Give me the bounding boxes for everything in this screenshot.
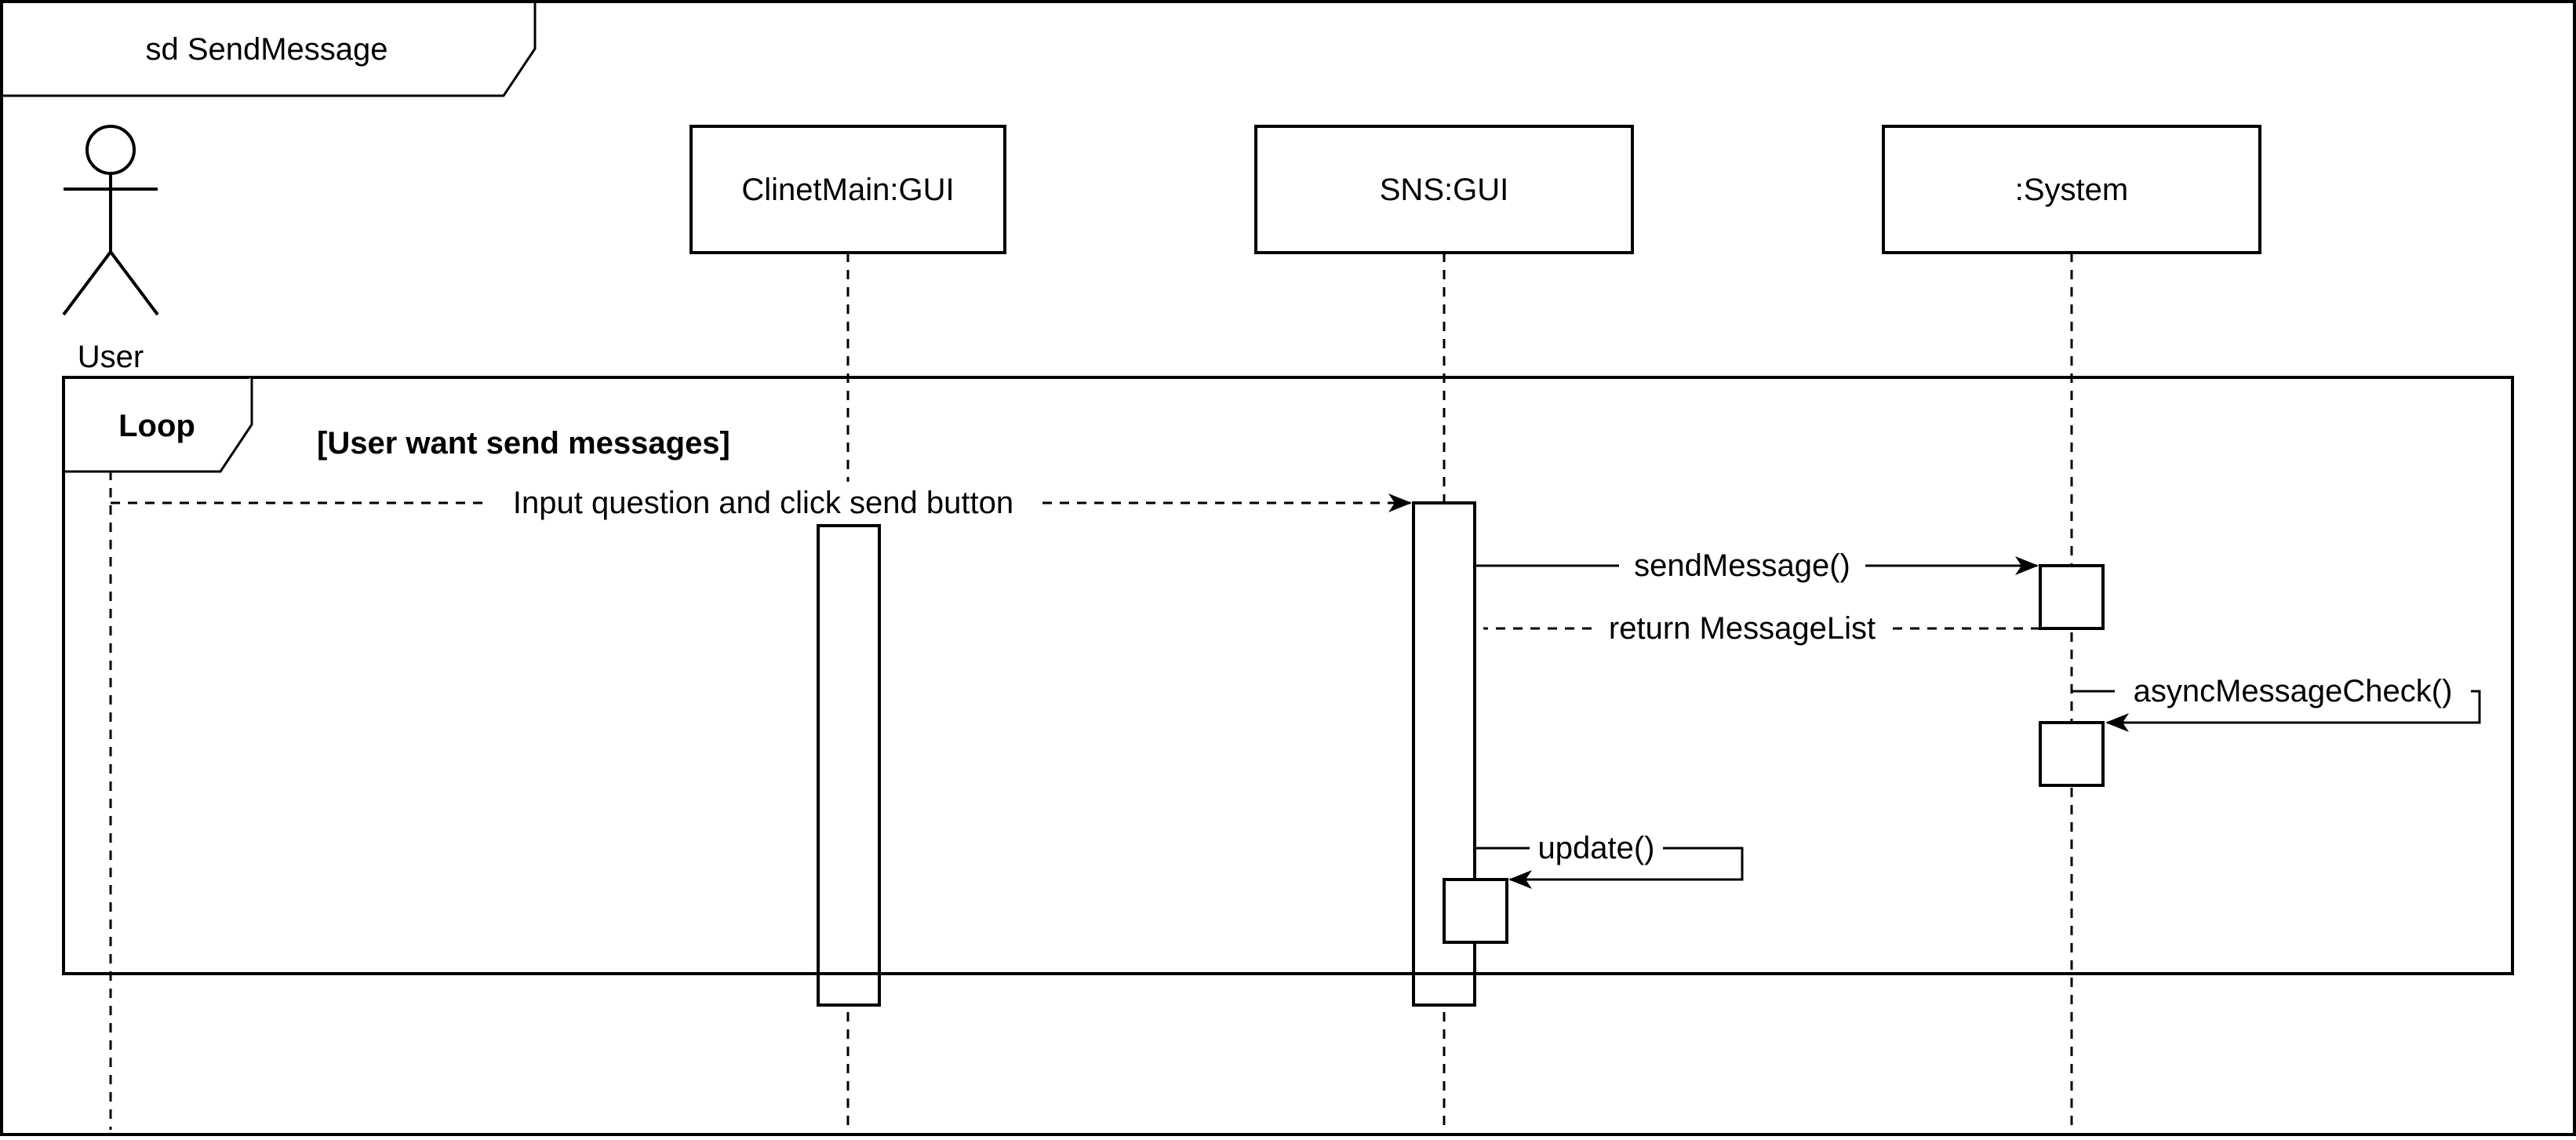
message-send-label-bg: [1619, 546, 1865, 587]
message-update-label: update(): [1538, 831, 1655, 865]
lifeline-box-sns[interactable]: SNS:GUI: [1254, 125, 1634, 254]
loop-guard: [User want send messages]: [317, 426, 730, 461]
frame-title-tab: [2, 2, 537, 97]
message-send-label: sendMessage(): [1634, 548, 1850, 583]
message-update: update(): [1475, 829, 1744, 889]
message-async-label: asyncMessageCheck(): [2134, 674, 2453, 708]
activation-system-1: [2039, 564, 2105, 630]
message-input-label: Input question and click send button: [513, 486, 1013, 520]
loop-operator-tab: [64, 377, 253, 473]
lifeline-label-sns: SNS:GUI: [1380, 173, 1508, 207]
loop-fragment: [62, 376, 2514, 975]
lifeline-box-clinetmain[interactable]: ClinetMain:GUI: [689, 125, 1006, 254]
lifeline-box-system[interactable]: :System: [1882, 125, 2261, 254]
message-return-label-bg: [1592, 609, 1890, 650]
activation-system-2: [2039, 721, 2105, 787]
message-update-label-bg: [1530, 829, 1663, 869]
message-send: sendMessage(): [1475, 546, 2039, 587]
message-input-label-bg: [488, 482, 1039, 523]
activation-clinetmain: [817, 524, 881, 1007]
frame-title: sd SendMessage: [145, 32, 387, 67]
message-return: return MessageList: [1483, 609, 2040, 650]
message-return-label: return MessageList: [1609, 611, 1876, 646]
message-async-label-bg: [2115, 672, 2471, 712]
actor-leg-left: [62, 250, 112, 316]
actor-name: User: [78, 340, 144, 374]
activation-sns-nested: [1443, 878, 1508, 944]
actor-leg-right: [109, 250, 159, 316]
message-async: asyncMessageCheck(): [2072, 672, 2481, 732]
message-input: Input question and click send button: [111, 482, 1412, 523]
actor-user: User: [62, 125, 159, 374]
actor-head: [86, 125, 136, 175]
lifeline-label-system: :System: [2015, 173, 2128, 207]
lifeline-label-clinetmain: ClinetMain:GUI: [741, 173, 954, 207]
loop-operator: Loop: [118, 409, 195, 443]
